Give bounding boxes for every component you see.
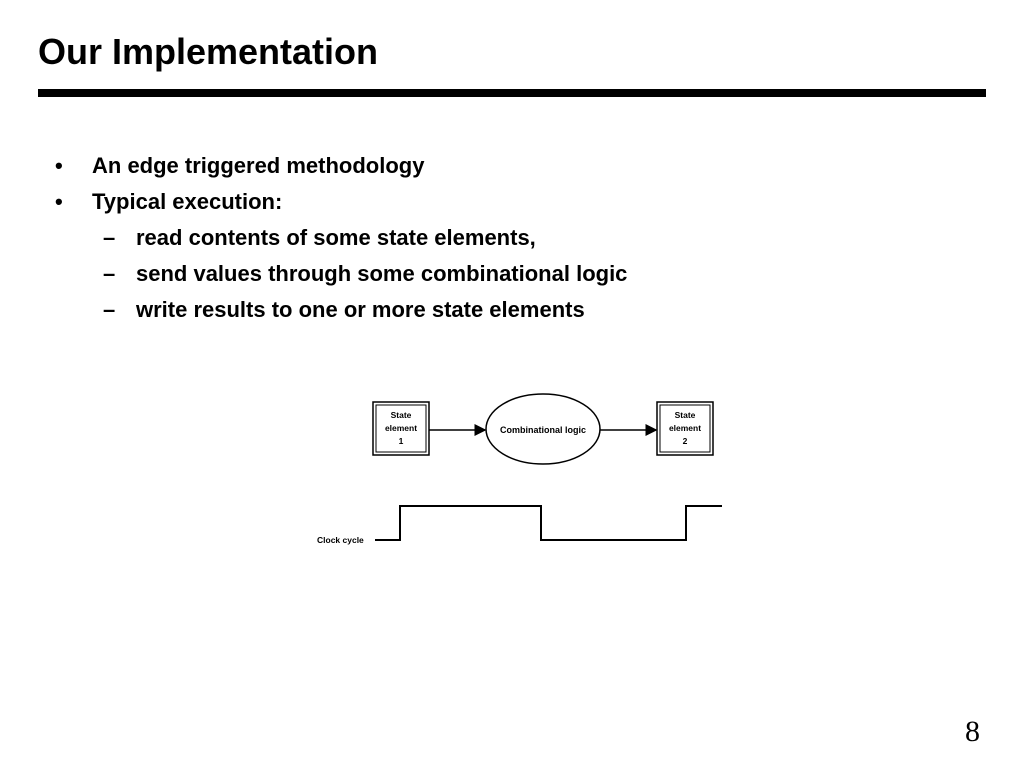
bullet-list: • An edge triggered methodology • Typica…: [0, 148, 1024, 328]
sub-bullet-text: write results to one or more state eleme…: [136, 297, 585, 322]
dash-marker: –: [103, 225, 116, 250]
state-element-1: State element 1: [372, 401, 430, 456]
sub-bullet-text: read contents of some state elements,: [136, 225, 536, 250]
bullet-text: An edge triggered methodology: [92, 153, 425, 178]
combinational-logic-label: Combinational logic: [500, 425, 586, 435]
bullet-text: Typical execution:: [92, 189, 283, 214]
state-element-1-label-line1: State: [391, 410, 412, 420]
clock-waveform: [375, 505, 722, 541]
diagram-svg: State element 1 Combinational logic Stat…: [317, 393, 722, 545]
dash-marker: –: [103, 297, 116, 322]
clock-cycle-label: Clock cycle: [317, 535, 364, 545]
slide-title: Our Implementation: [38, 31, 379, 72]
state-element-1-label-line2: element: [385, 423, 417, 433]
state-element-2-label-line1: State: [675, 410, 696, 420]
title-divider: [38, 89, 986, 97]
state-element-2-label-line3: 2: [683, 436, 688, 446]
bullet-item: • Typical execution:: [0, 184, 1024, 220]
bullet-marker: •: [55, 153, 63, 178]
bullet-item: • An edge triggered methodology: [0, 148, 1024, 184]
state-element-1-label-line3: 1: [399, 436, 404, 446]
sub-bullet-text: send values through some combinational l…: [136, 261, 628, 286]
bullet-marker: •: [55, 189, 63, 214]
state-logic-diagram: State element 1 Combinational logic Stat…: [300, 385, 730, 560]
combinational-logic: Combinational logic: [485, 393, 601, 465]
page-number: 8: [965, 715, 980, 748]
sub-bullet-item: – write results to one or more state ele…: [0, 292, 1024, 328]
sub-bullet-item: – read contents of some state elements,: [0, 220, 1024, 256]
sub-bullet-item: – send values through some combinational…: [0, 256, 1024, 292]
dash-marker: –: [103, 261, 116, 286]
state-element-2-label-line2: element: [669, 423, 701, 433]
state-element-2: State element 2: [656, 401, 714, 456]
